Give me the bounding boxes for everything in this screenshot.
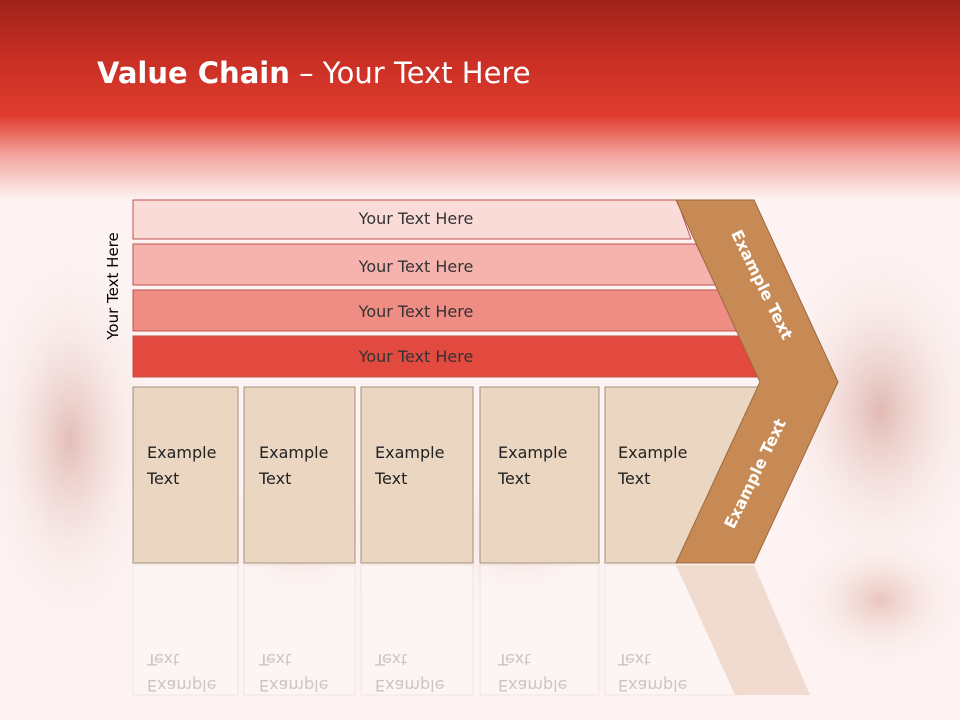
reflection-label: Text [497,650,530,669]
bar-3: Your Text Here [132,289,739,332]
box-label-line1: Example [498,443,567,462]
box-2: Example Text [243,386,356,564]
box-shape [132,386,239,564]
box-label-line2: Text [617,469,650,488]
box-label-line1: Example [618,443,687,462]
box-label-line2: Text [258,469,291,488]
reflection-label: Example [498,676,567,695]
reflection-label: Text [617,650,650,669]
bar-1: Your Text Here [132,199,692,240]
reflection-label: Example [618,676,687,695]
reflection-label: Example [375,676,444,695]
reflection-label: Text [258,650,291,669]
bar-label: Your Text Here [358,347,474,366]
box-label-line2: Text [146,469,179,488]
bar-label: Your Text Here [358,209,474,228]
box-label-line1: Example [259,443,328,462]
slide-title: Value Chain – Your Text Here [97,56,531,90]
reflection-label: Example [147,676,216,695]
box-label-line1: Example [147,443,216,462]
box-4: Example Text [479,386,600,564]
chevron-shape [675,199,839,564]
box-shape [479,386,600,564]
reflection-box [604,564,741,696]
reflection-label: Text [146,650,179,669]
reflection-box [132,564,239,696]
reflection-label: Text [374,650,407,669]
bar-label: Your Text Here [358,302,474,321]
reflection-box [243,564,356,696]
diagram-reflection: Text Example Text Example Text Example T… [132,564,810,696]
reflection-chevron [676,565,810,695]
bar-4: Your Text Here [132,335,764,378]
box-label-line1: Example [375,443,444,462]
box-1: Example Text [132,386,239,564]
box-3: Example Text [360,386,474,564]
box-5: Example Text [604,386,761,564]
reflection-label: Example [259,676,328,695]
box-shape [360,386,474,564]
bar-label: Your Text Here [358,257,474,276]
box-label-line2: Text [374,469,407,488]
bar-2: Your Text Here [132,243,717,286]
bar-shape [132,199,692,240]
box-label-line2: Text [497,469,530,488]
box-shape [243,386,356,564]
reflection-box [479,564,600,696]
header-banner [0,0,960,200]
reflection-box [360,564,474,696]
